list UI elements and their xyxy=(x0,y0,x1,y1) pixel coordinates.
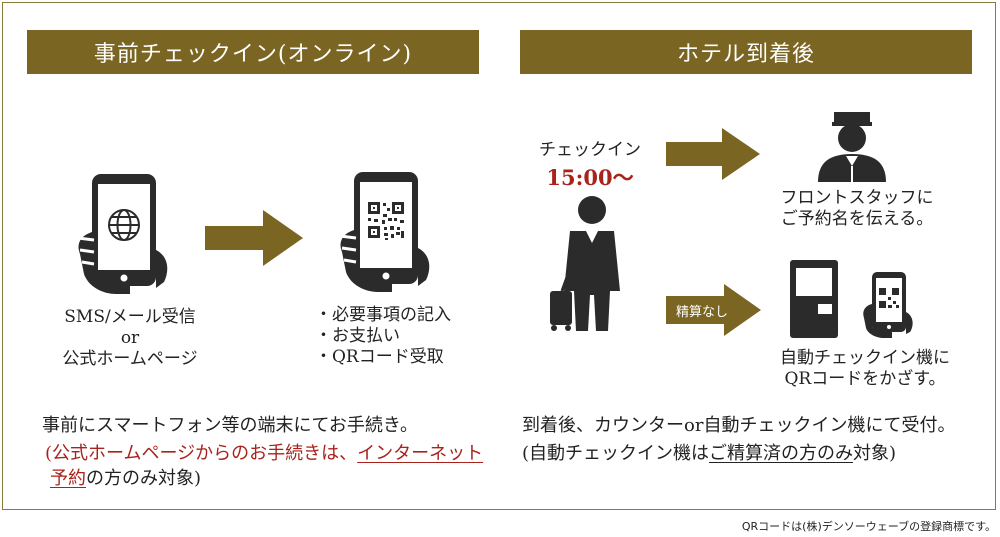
arrow-no-payment: 精算なし xyxy=(666,284,762,336)
list-item: ・QRコード受取 xyxy=(315,347,444,367)
staff-caption-line-2: ご予約名を伝える。 xyxy=(780,209,934,229)
list-item: ・お支払い xyxy=(315,326,400,346)
internet-link[interactable]: インターネット xyxy=(357,443,484,464)
arrival-note-underline: ご精算済の方のみ xyxy=(709,443,854,464)
arrival-note: (自動チェックイン機はご精算済の方のみ対象) xyxy=(522,441,982,466)
kiosk-caption: 自動チェックイン機に QRコードをかざす。 xyxy=(765,348,965,390)
arrival-description: 到着後、カウンターor自動チェックイン機にて受付。 xyxy=(522,415,956,436)
kiosk-caption-line-2: QRコードをかざす。 xyxy=(784,369,946,389)
phone-qr-icon xyxy=(339,172,430,292)
phone-caption: SMS/メール受信 or 公式ホームページ xyxy=(40,307,220,370)
kiosk-caption-line-1: 自動チェックイン機に xyxy=(780,348,950,368)
checkin-label: チェックイン xyxy=(539,140,641,160)
outer-frame xyxy=(2,2,996,510)
arrival-note-suffix: 対象) xyxy=(853,443,897,464)
staff-caption: フロントスタッフに ご予約名を伝える。 xyxy=(772,188,942,230)
kiosk-machine-icon xyxy=(790,260,838,338)
arrow-right-icon xyxy=(205,210,303,266)
qr-step-list: ・必要事項の記入 ・お支払い ・QRコード受取 xyxy=(315,305,485,368)
arrow-to-kiosk-icon xyxy=(666,284,761,336)
online-description: 事前にスマートフォン等の端末にてお手続き。 xyxy=(42,415,419,436)
banner-after-arrival-label: ホテル到着後 xyxy=(676,42,815,67)
arrival-note-prefix: (自動チェックイン機は xyxy=(522,443,710,464)
caption-official-homepage: 公式ホームページ xyxy=(62,349,198,369)
note-prefix: (公式ホームページからのお手続きは、 xyxy=(45,443,358,464)
list-item: ・必要事項の記入 xyxy=(315,305,451,325)
front-staff-icon xyxy=(818,112,886,182)
phone-globe-icon xyxy=(77,174,168,294)
traveler-icon xyxy=(550,196,620,331)
online-note: (公式ホームページからのお手続きは、インターネット 予約の方のみ対象) xyxy=(45,441,485,491)
trademark-note: QRコードは(株)デンソーウェーブの登録商標です。 xyxy=(741,520,996,533)
staff-caption-line-1: フロントスタッフに xyxy=(780,188,934,208)
caption-sms-mail: SMS/メール受信 xyxy=(64,307,196,327)
banner-online-checkin-label: 事前チェックイン(オンライン) xyxy=(93,42,413,67)
reservation-link[interactable]: 予約 xyxy=(50,468,86,489)
caption-or: or xyxy=(120,328,140,348)
phone-qr-small-icon xyxy=(863,272,913,338)
note-suffix: の方のみ対象) xyxy=(86,468,202,489)
banner-online-checkin: 事前チェックイン(オンライン) xyxy=(27,30,479,74)
arrow-to-staff-icon xyxy=(666,128,760,180)
banner-after-arrival: ホテル到着後 xyxy=(520,30,972,74)
checkin-time: 15:00〜 xyxy=(546,165,634,190)
no-payment-label: 精算なし xyxy=(675,305,728,320)
